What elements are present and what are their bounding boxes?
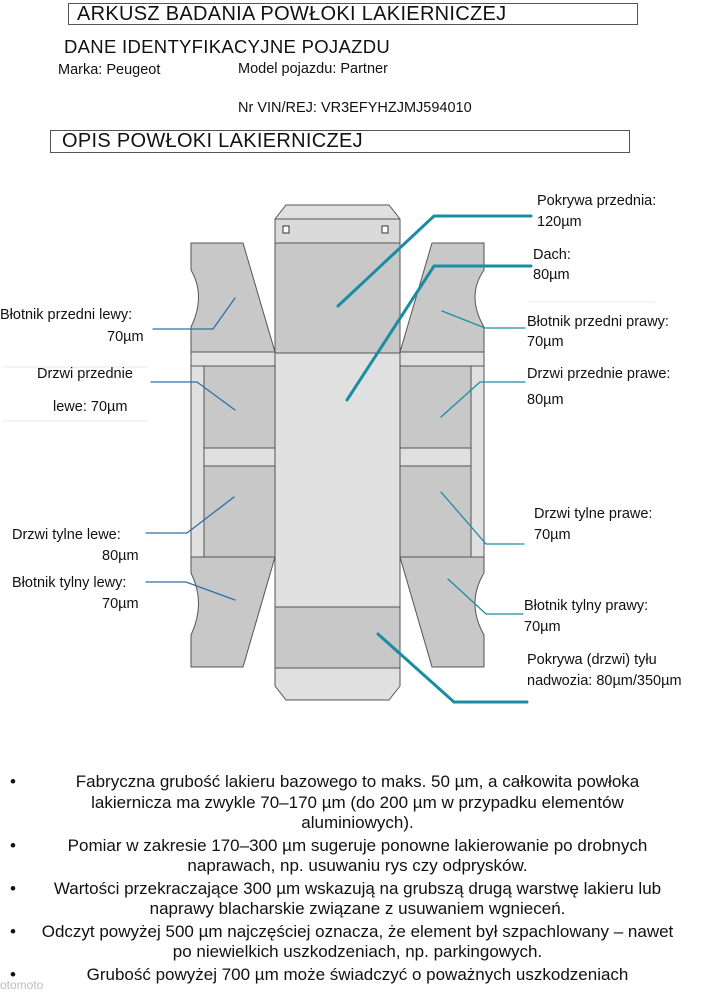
front-right-door-value: 80µm xyxy=(527,392,564,408)
leader-fender-fr xyxy=(441,310,526,329)
roof-panel xyxy=(274,352,401,608)
rear-right-door-label: Drzwi tylne prawe: xyxy=(534,506,653,522)
rear-right-door-value: 70µm xyxy=(534,527,571,543)
tailgate-label: Pokrywa (drzwi) tyłu xyxy=(527,652,657,668)
hood-value: 120µm xyxy=(537,214,582,230)
note-text: Odczyt powyżej 500 µm najczęściej oznacz… xyxy=(41,921,674,962)
front-bumper-trim xyxy=(274,218,401,244)
leader-tailgate xyxy=(376,632,529,704)
rear-bumper xyxy=(274,667,401,701)
right-b-pillar xyxy=(399,447,472,467)
vehicle-make: Marka: Peugeot xyxy=(58,62,161,78)
note-item: • Odczyt powyżej 500 µm najczęściej oznac… xyxy=(0,922,707,963)
rear-right-fender-value: 70µm xyxy=(524,619,561,635)
bullet: • xyxy=(10,878,16,898)
rear-left-fender-value: 70µm xyxy=(102,596,139,612)
front-left-door-value: lewe: 70µm xyxy=(53,399,128,415)
front-right-marker xyxy=(381,225,389,234)
leader-fender-rl xyxy=(145,581,236,601)
rear-left-fender-label: Błotnik tylny lewy: xyxy=(12,575,127,591)
leader-door-fr xyxy=(440,381,526,418)
paint-description-box: OPIS POWŁOKI LAKIERNICZEJ xyxy=(50,130,630,153)
tailgate-value: nadwozia: 80µm/350µm xyxy=(527,673,682,689)
right-sill-top xyxy=(399,351,485,367)
roof-label: Dach: xyxy=(533,247,571,263)
front-left-marker xyxy=(282,225,290,234)
front-left-fender-value: 70µm xyxy=(107,329,144,345)
vehicle-vin: Nr VIN/REJ: VR3EFYHZJMJ594010 xyxy=(238,100,472,116)
note-text: Grubość powyżej 700 µm może świadczyć o … xyxy=(86,964,629,984)
leader-door-rr xyxy=(440,491,525,545)
hood-label: Pokrywa przednia: xyxy=(537,193,657,209)
sheet-title: ARKUSZ BADANIA POWŁOKI LAKIERNICZEJ xyxy=(77,3,507,25)
front-right-fender xyxy=(399,242,485,353)
vehicle-model: Model pojazdu: Partner xyxy=(238,61,388,77)
left-b-pillar xyxy=(203,447,276,467)
front-right-fender-value: 70µm xyxy=(527,334,564,350)
front-right-door-label: Drzwi przednie prawe: xyxy=(527,366,671,382)
leader-door-rl xyxy=(145,496,235,534)
rear-left-door-value: 80µm xyxy=(102,548,139,564)
bullet: • xyxy=(10,921,16,941)
rear-right-fender xyxy=(399,556,485,668)
rear-left-door-label: Drzwi tylne lewe: xyxy=(12,527,121,543)
bullet: • xyxy=(10,835,16,855)
rear-left-fender xyxy=(190,556,276,668)
rear-right-fender-label: Błotnik tylny prawy: xyxy=(524,598,649,614)
watermark-logo: otomoto xyxy=(0,978,44,992)
paint-description-heading: OPIS POWŁOKI LAKIERNICZEJ xyxy=(62,130,363,152)
front-left-fender-label: Błotnik przedni lewy: xyxy=(0,307,133,323)
front-left-fender xyxy=(190,242,276,353)
front-right-door xyxy=(399,365,472,449)
note-text: Pomiar w zakresie 170–300 µm sugeruje po… xyxy=(67,835,648,876)
rear-right-door xyxy=(399,465,472,558)
leader-roof xyxy=(345,264,533,402)
bullet: • xyxy=(10,772,16,791)
front-right-fender-label: Błotnik przedni prawy: xyxy=(527,314,669,330)
note-text: Wartości przekraczające 300 µm wskazują … xyxy=(53,878,662,919)
note-item: • Wartości przekraczające 300 µm wskazują… xyxy=(0,879,707,920)
note-item: • Pomiar w zakresie 170–300 µm sugeruje p… xyxy=(0,836,707,877)
title-box: ARKUSZ BADANIA POWŁOKI LAKIERNICZEJ xyxy=(68,3,638,25)
leader-hood xyxy=(336,214,533,308)
note-text: Fabryczna grubość lakieru bazowego to ma… xyxy=(75,772,640,832)
car-body-diagram xyxy=(2,204,655,704)
hood-panel xyxy=(274,242,401,354)
note-item: • Fabryczna grubość lakieru bazowego to m… xyxy=(0,772,707,834)
vehicle-id-heading: DANE IDENTYFIKACYJNE POJAZDU xyxy=(64,36,391,57)
notes-list: • Fabryczna grubość lakieru bazowego to m… xyxy=(0,772,707,987)
bullet: • xyxy=(10,964,16,984)
tailgate-panel xyxy=(274,606,401,669)
leader-fender-fl xyxy=(152,297,236,330)
note-item: • Grubość powyżej 700 µm może świadczyć o… xyxy=(0,965,707,986)
front-left-door-label: Drzwi przednie xyxy=(37,366,133,382)
leader-fender-rr xyxy=(447,578,524,615)
left-sill-top xyxy=(190,351,276,367)
roof-value: 80µm xyxy=(533,267,570,283)
front-left-door xyxy=(203,365,276,449)
leader-door-fl xyxy=(150,381,236,411)
